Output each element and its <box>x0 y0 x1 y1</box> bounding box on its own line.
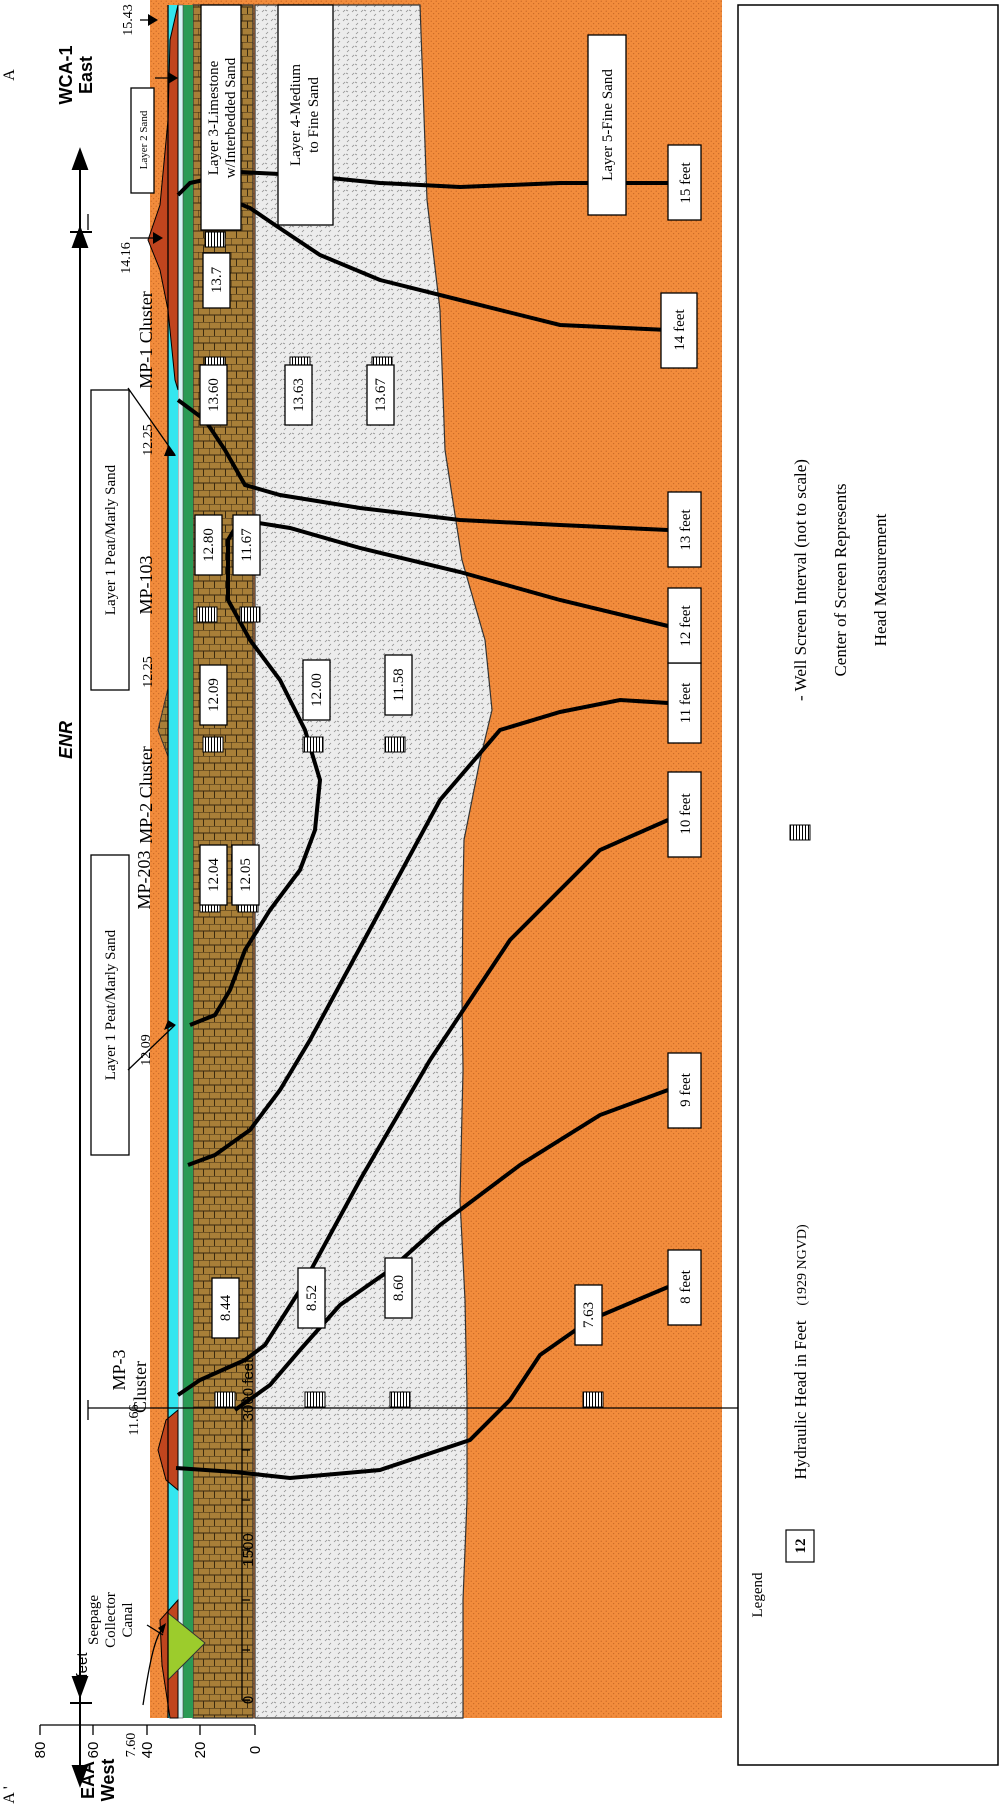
layer2-sand <box>178 5 183 1718</box>
well-screen <box>240 607 260 622</box>
layer3-label-line1: Layer 3-Limestone <box>206 60 222 175</box>
seepage-label-2: Collector <box>103 1592 119 1648</box>
legend-screen-icon <box>790 825 810 840</box>
head-label: 11.67 <box>239 528 255 562</box>
head-label: 12.80 <box>201 528 217 562</box>
layer3-label-line2: w/Interbedded Sand <box>223 57 239 178</box>
head-label: 13.63 <box>291 378 307 412</box>
mp2-label: MP-2 Cluster <box>136 746 156 844</box>
legend-hydraulic: Hydraulic Head in Feet <box>791 1320 810 1479</box>
well-screen <box>385 737 405 752</box>
contour-label-15: 15 feet <box>678 162 694 204</box>
head-label: 12.00 <box>309 673 325 707</box>
layer4-label-line2: to Fine Sand <box>306 77 322 153</box>
layer1-label-a: Layer 1 Peat/Marly Sand <box>103 929 119 1080</box>
value-12-25b: 12.25 <box>141 424 156 456</box>
contour-label-8: 8 feet <box>678 1269 694 1304</box>
head-label: 13.60 <box>206 378 222 412</box>
scale-v60: 60 <box>85 1742 102 1759</box>
marker-a-prime: A ' <box>1 1786 18 1804</box>
scale-h0: 0 <box>240 1696 257 1704</box>
west-end-label-1: EAA <box>78 1761 98 1799</box>
layer1-label-b: Layer 1 Peat/Marly Sand <box>103 464 119 615</box>
contour-label-14: 14 feet <box>672 309 688 351</box>
scale-unit-feet: feet <box>74 1652 91 1678</box>
marker-a: A <box>1 69 18 81</box>
head-label: 13.7 <box>209 266 225 293</box>
mp1-label: MP-1 Cluster <box>136 291 156 389</box>
layer5-label: Layer 5-Fine Sand <box>600 69 616 181</box>
scale-h1500: 1500 <box>240 1533 257 1566</box>
head-label: 13.67 <box>373 378 389 412</box>
well-screen <box>215 1392 235 1407</box>
green-band <box>183 5 193 1718</box>
head-label: 8.44 <box>218 1294 234 1321</box>
mp3-label-1: MP-3 <box>109 1349 129 1390</box>
east-end-label-2: East <box>76 56 96 94</box>
head-label: 7.63 <box>581 1302 597 1328</box>
scale-v0: 0 <box>247 1746 264 1754</box>
scale-v40: 40 <box>139 1742 156 1759</box>
head-label: 12.04 <box>206 858 222 892</box>
legend: Legend 12 Hydraulic Head in Feet (1929 N… <box>738 5 998 1765</box>
layer2-label: Layer 2 Sand <box>138 110 150 169</box>
legend-title: Legend <box>750 1572 766 1617</box>
legend-screen: - Well Screen Interval (not to scale) <box>791 459 810 701</box>
contour-label-9: 9 feet <box>678 1072 694 1107</box>
well-screen <box>205 232 225 247</box>
extent-arrows <box>70 150 92 1785</box>
value-12-25a: 12.25 <box>141 656 156 688</box>
contour-label-13: 13 feet <box>678 509 694 551</box>
head-label: 8.52 <box>304 1285 320 1311</box>
seepage-label-1: Seepage <box>86 1595 102 1645</box>
legend-head: Head Measurement <box>871 513 890 646</box>
seepage-label-3: Canal <box>120 1603 136 1638</box>
scale-v80: 80 <box>32 1742 49 1759</box>
well-screen <box>203 737 223 752</box>
value-7-60: 7.60 <box>124 1733 139 1758</box>
value-12-09: 12.09 <box>139 1034 154 1066</box>
head-label: 12.05 <box>238 858 254 892</box>
head-label: 11.58 <box>391 668 407 701</box>
head-label: 8.60 <box>391 1275 407 1301</box>
mp103-label: MP-103 <box>136 555 156 614</box>
legend-datum: (1929 NGVD) <box>795 1224 810 1306</box>
legend-box <box>738 5 998 1765</box>
vertical-scale <box>40 1725 255 1735</box>
layer4-label-line1: Layer 4-Medium <box>288 64 304 166</box>
well-screen <box>303 737 323 752</box>
west-end-label-2: West <box>98 1759 118 1802</box>
head-label: 12.09 <box>206 678 222 712</box>
legend-center: Center of Screen Represents <box>831 483 850 676</box>
scale-v20: 20 <box>192 1742 209 1759</box>
well-screen <box>390 1392 410 1407</box>
value-14-16: 14.16 <box>119 242 134 274</box>
mp3-label-2: Cluster <box>130 1361 150 1413</box>
mp203-label: MP-203 <box>134 850 154 909</box>
contour-label-11: 11 feet <box>678 682 694 724</box>
east-end-label-1: WCA-1 <box>56 46 76 105</box>
contour-label-10: 10 feet <box>678 793 694 835</box>
value-15-43: 15.43 <box>121 4 136 36</box>
scale-h3000: 3000 feet <box>240 1358 257 1421</box>
enr-label: ENR <box>56 721 76 759</box>
well-screen <box>583 1392 603 1407</box>
contour-label-12: 12 feet <box>678 605 694 647</box>
well-screen <box>305 1392 325 1407</box>
legend-sample-label: 12 <box>793 1539 809 1554</box>
well-screen <box>197 607 217 622</box>
